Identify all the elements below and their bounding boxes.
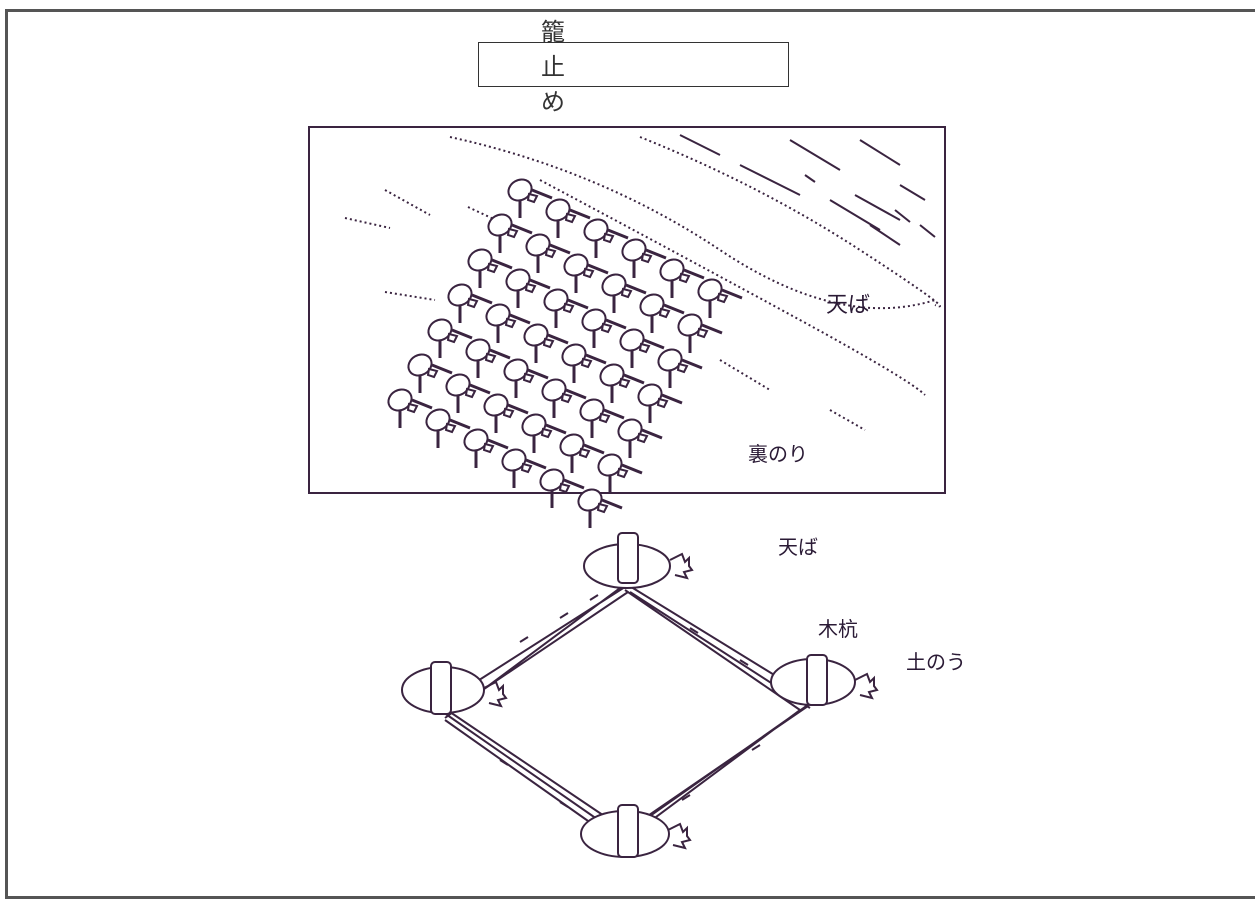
grid-sandbag [487, 213, 533, 253]
grid-sandbag [619, 328, 665, 368]
grid-sandbag [407, 353, 453, 393]
label-kui: 木杭 [818, 617, 858, 641]
grid-sandbag [503, 358, 549, 398]
grid-sandbag [425, 408, 471, 448]
sandbag-right [770, 654, 879, 706]
grid-sandbag [447, 283, 493, 323]
grid-sandbag [505, 268, 551, 308]
sandbag-left [401, 661, 508, 715]
grid-sandbag [601, 273, 647, 313]
grid-sandbag [561, 343, 607, 383]
label-tenba-top: 天ば [826, 293, 871, 318]
grid-sandbag [637, 383, 683, 423]
grid-sandbag [463, 428, 509, 468]
label-tenba-bottom: 天ば [778, 535, 818, 559]
grid-sandbag [465, 338, 511, 378]
grid-sandbag [523, 323, 569, 363]
slope-lines [344, 136, 941, 431]
grid-sandbag [501, 448, 547, 488]
grid-sandbag [387, 388, 433, 428]
label-donou: 土のう [906, 650, 966, 674]
grid-sandbag [697, 278, 743, 318]
grid-sandbag [485, 303, 531, 343]
grid-sandbag [541, 378, 587, 418]
grid-sandbag [427, 318, 473, 358]
grid-sandbag [581, 308, 627, 348]
grid-sandbag [677, 313, 723, 353]
grid-sandbag [583, 218, 629, 258]
grid-sandbag [563, 253, 609, 293]
sandbag-top [583, 532, 694, 589]
rope-connections [439, 584, 816, 841]
water-lines [679, 134, 936, 246]
grid-sandbag [599, 363, 645, 403]
grid-sandbag [539, 468, 585, 508]
grid-sandbag [621, 238, 667, 278]
illustration-frame [308, 126, 946, 494]
grid-sandbag [639, 293, 685, 333]
grid-sandbag [597, 453, 643, 493]
grid-sandbag [545, 198, 591, 238]
grid-sandbag [657, 348, 703, 388]
grid-sandbag [445, 373, 491, 413]
sandbag-grid [387, 178, 743, 528]
grid-sandbag [525, 233, 571, 273]
grid-sandbag [543, 288, 589, 328]
grid-sandbag [577, 488, 623, 528]
grid-sandbag [521, 413, 567, 453]
grid-sandbag [559, 433, 605, 473]
top-illustration [308, 126, 946, 528]
grid-sandbag [659, 258, 705, 298]
grid-sandbag [507, 178, 553, 218]
grid-sandbag [467, 248, 513, 288]
grid-sandbag [483, 393, 529, 433]
grid-sandbag [579, 398, 625, 438]
bottom-illustration [401, 532, 879, 858]
label-uranori: 裏のり [748, 442, 808, 466]
grid-sandbag [617, 418, 663, 458]
sandbag-bottom [580, 804, 692, 858]
